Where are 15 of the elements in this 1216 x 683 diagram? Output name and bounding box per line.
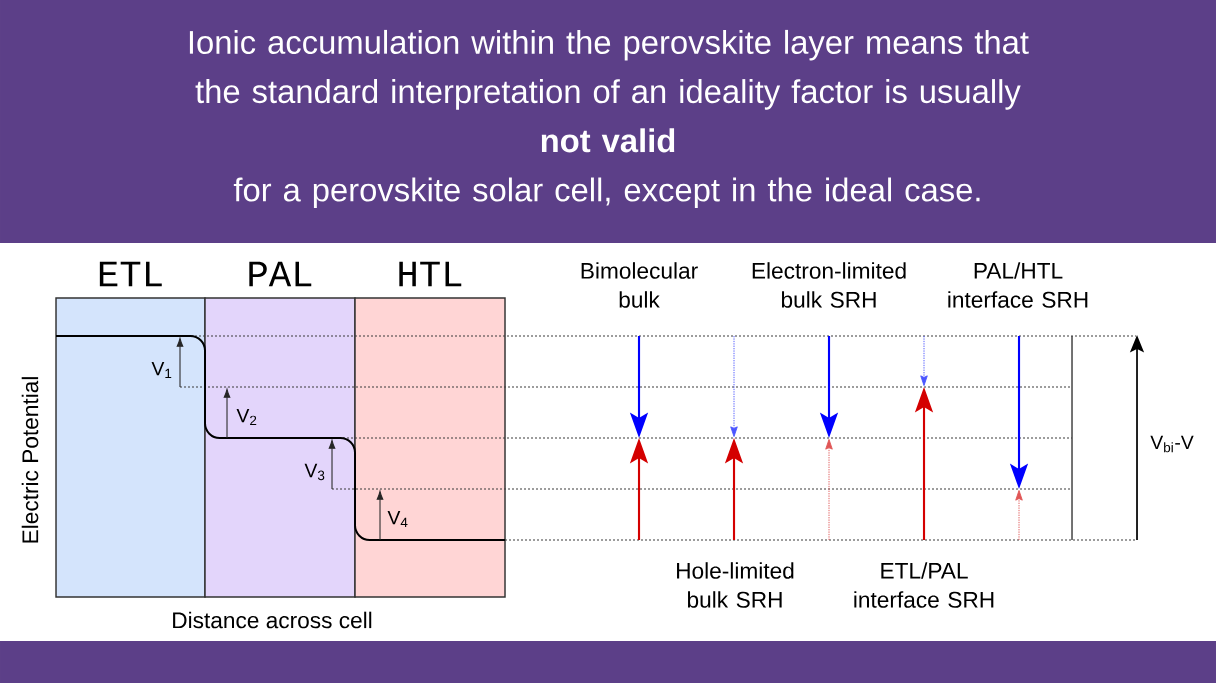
layer-label: PAL: [249, 261, 312, 287]
voltage-label: V$_{bi}$-V: [1150, 435, 1194, 453]
voltage-label: V$_{4}$: [387, 510, 408, 528]
title-banner: Ionic accumulation within the perovskite layer means that the standard interpretation of an ideality factor is usually not valid for a perovskite solar cell, except in the ideal case.: [0, 0, 1216, 243]
mechanism-label: Bimolecular bulk: [581, 262, 698, 308]
voltage-label: V$_{2}$: [236, 408, 257, 426]
mechanism-label: PAL/HTL interface SRH: [948, 262, 1088, 308]
voltage-label: V$_{3}$: [304, 463, 325, 481]
mechanism-label: ETL/PAL interface SRH: [854, 562, 994, 608]
mechanism-label: Electron-limited bulk SRH: [752, 262, 906, 308]
voltage-label: V$_{1}$: [151, 361, 172, 379]
layer-label: HTL: [399, 261, 462, 287]
mechanism-label: Hole-limited bulk SRH: [677, 562, 794, 608]
axis-label: Distance across cell: [173, 611, 372, 629]
layer-label: ETL: [99, 261, 162, 287]
